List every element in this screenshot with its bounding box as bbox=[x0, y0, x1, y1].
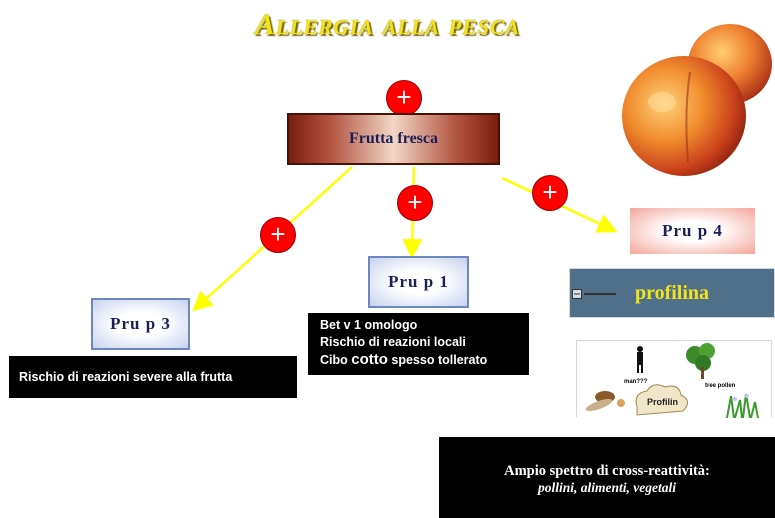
plus-icon: + bbox=[260, 217, 296, 253]
profilina-header bbox=[569, 268, 775, 318]
pru-p1-note-line: Bet v 1 omologo bbox=[320, 318, 418, 332]
node-pru-p1: Pru p 1 bbox=[368, 256, 469, 308]
emphasis-text: cotto bbox=[351, 351, 388, 368]
pru-p4-note-line1: Ampio spettro di cross-reattività: bbox=[504, 463, 710, 479]
node-frutta-fresca-label: Frutta fresca bbox=[349, 130, 438, 147]
pru-p1-note-line: Cibo cotto spesso tollerato bbox=[320, 351, 488, 368]
plus-icon: + bbox=[397, 185, 433, 221]
profilin-figure: man??? tree pollen Profilin bbox=[576, 340, 772, 419]
man-label: man??? bbox=[624, 379, 648, 385]
tree-pollen-label: tree pollen bbox=[705, 383, 736, 389]
profilin-label: Profilin bbox=[647, 397, 678, 407]
plus-icon: + bbox=[386, 80, 422, 116]
pru-p1-note-line: Rischio di reazioni locali bbox=[320, 335, 466, 349]
peach-icon bbox=[622, 24, 772, 176]
pru-p1-notes: Bet v 1 omologo Rischio di reazioni loca… bbox=[308, 313, 529, 375]
profilina-panel: profilina man??? tree pollen Profilin bbox=[569, 268, 775, 419]
pru-p4-note-line2: pollini, alimenti, vegetali bbox=[538, 480, 676, 495]
plus-icon: + bbox=[532, 175, 568, 211]
toolbar-line bbox=[584, 293, 616, 295]
profilin-illustration: man??? tree pollen Profilin bbox=[585, 343, 759, 419]
pru-p4-note: Ampio spettro di cross-reattività: polli… bbox=[439, 437, 775, 518]
window-icon bbox=[572, 289, 582, 299]
pru-p3-note: Rischio di reazioni severe alla frutta bbox=[9, 356, 297, 398]
page-title: Allergia alla pesca bbox=[254, 8, 521, 41]
node-pru-p3: Pru p 3 bbox=[91, 298, 190, 350]
profilina-label: profilina bbox=[634, 281, 710, 304]
node-frutta-fresca: Frutta fresca bbox=[287, 113, 500, 165]
node-pru-p4: Pru p 4 bbox=[630, 208, 755, 254]
